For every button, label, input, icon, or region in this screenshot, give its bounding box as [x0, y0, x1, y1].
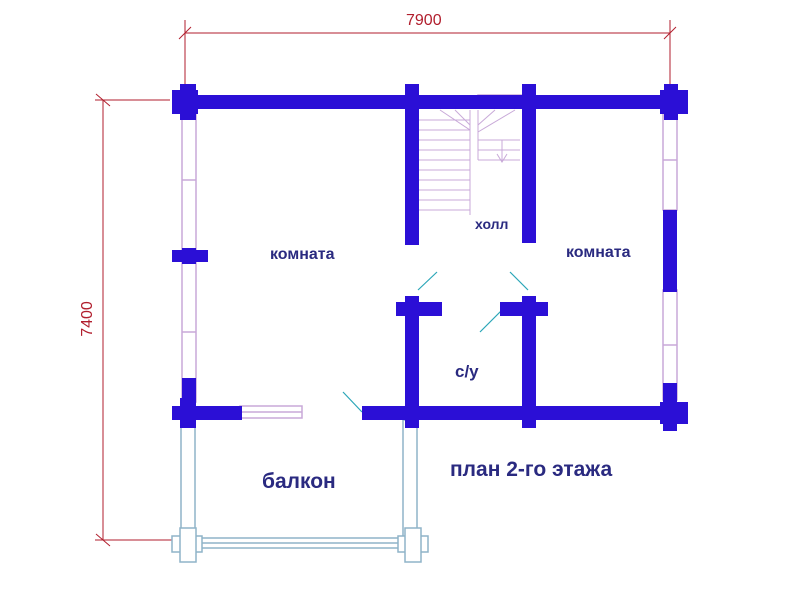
balcony-railing: [171, 419, 429, 563]
staircase: [418, 109, 520, 215]
room-label-left: комната: [270, 246, 335, 263]
room-label-right: комната: [566, 244, 631, 261]
dimension-width: 7900: [406, 12, 442, 29]
wall-left-top: [182, 95, 196, 110]
walls: [172, 84, 688, 431]
room-label-balcony: балкон: [262, 470, 336, 493]
room-label-hall: холл: [475, 216, 509, 232]
wall-stair-right: [522, 95, 536, 243]
dimension-height: 7400: [78, 301, 96, 337]
wall-bath-left: [405, 296, 419, 420]
room-label-bathroom: с/у: [455, 362, 479, 381]
door-swings: [342, 271, 529, 413]
wall-bath-right: [522, 296, 536, 420]
wall-stair-left: [405, 95, 419, 245]
dimension-lines: [95, 20, 677, 547]
plan-title: план 2-го этажа: [450, 458, 613, 481]
wall-right-top: [663, 95, 677, 110]
wall-right-mid: [663, 210, 677, 292]
wall-top: [182, 95, 678, 109]
